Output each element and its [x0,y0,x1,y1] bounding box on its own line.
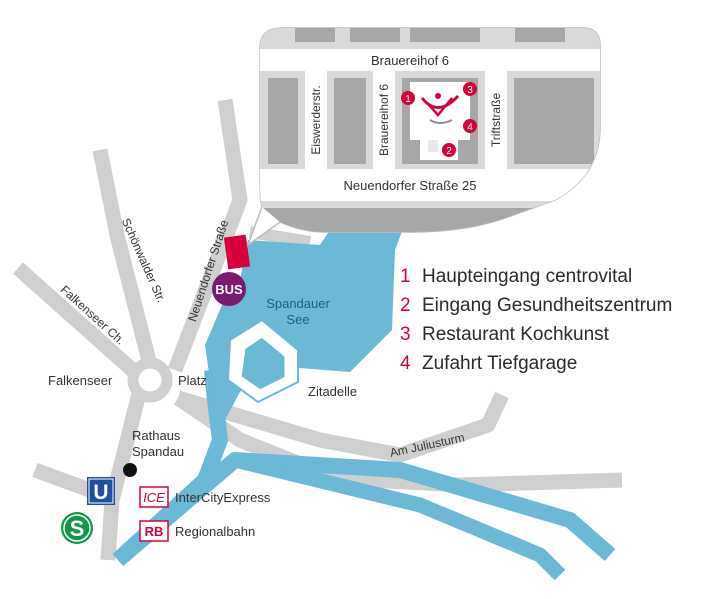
label-see: See [286,312,309,327]
inset-marker-2-text: 2 [446,146,452,157]
inset-label-eiswerder: Eiswerderstr. [309,85,323,154]
label-platz: Platz [178,373,207,388]
rb-text: RB [145,524,164,539]
label-zitadelle: Zitadelle [308,384,357,399]
inset-label-brauereihof-vert: Brauereihof 6 [377,84,391,156]
legend-item-1: 1 Haupteingang centrovital [400,262,672,291]
label-falkenseer: Falkenseer [48,373,113,388]
legend-item-4: 4 Zufahrt Tiefgarage [400,349,672,378]
legend-num: 3 [400,324,411,345]
road-neuendorfer [167,98,248,373]
inset-street-brauereihof-vert [373,49,395,201]
ubahn-text: U [93,481,108,504]
legend: 1 Haupteingang centrovital 2 Eingang Gesun… [400,262,672,378]
inset-marker-3-text: 3 [467,85,473,96]
inset-bubble: 1 2 3 4 Brauereihof 6 Neuendorfer Straße… [246,27,601,248]
inset-marker-1: 1 [401,91,415,105]
rb-label: Regionalbahn [175,524,255,539]
inset-marker-1-text: 1 [405,94,411,105]
legend-num: 1 [400,266,411,287]
legend-label: Eingang Gesundheitszentrum [422,295,673,316]
inset-marker-2: 2 [442,143,456,157]
ice-icon: ICE [139,486,169,508]
rathaus-dot [123,463,137,477]
road-schoenwalder [92,148,158,367]
bus-badge: BUS [212,272,246,306]
label-spandauer: Spandauer [266,296,330,311]
inset-block-right [514,78,594,164]
inset-marker-3: 3 [463,82,477,96]
inset-block-top-3 [410,28,480,42]
road-am-juliusturm [175,390,509,463]
inset-marker-4: 4 [463,119,477,133]
inset-block-top-4 [515,28,565,42]
water-bodies [112,210,616,581]
legend-label: Restaurant Kochkunst [422,324,609,345]
ice-label: InterCityExpress [175,490,271,505]
label-spandau: Spandau [132,444,184,459]
sbahn-text: S [70,516,85,541]
bus-text: BUS [215,282,243,297]
inset-label-brauereihof-top: Brauereihof 6 [371,53,449,68]
sbahn-icon: S [61,512,93,544]
zitadelle-fortress [226,318,299,404]
legend-num: 2 [400,295,411,316]
label-rathaus: Rathaus [132,428,181,443]
legend-num: 4 [400,353,411,374]
inset-label-trift: Triftstraße [489,93,503,148]
legend-item-3: 3 Restaurant Kochkunst [400,320,672,349]
inset-block-bottom [260,208,600,232]
ubahn-icon: U [87,477,115,505]
inset-block-top-2 [350,28,400,42]
legend-label: Haupteingang centrovital [422,266,633,287]
road-sw [32,462,98,500]
building-marker [223,234,251,270]
river-main [112,452,616,567]
inset-block-eis-brau [334,78,366,164]
inset-block-left [268,78,298,164]
legend-item-2: 2 Eingang Gesundheitszentrum [400,291,672,320]
rb-icon: RB [139,520,169,542]
centrovital-logo [420,93,460,124]
inset-street-eiswerder [305,49,327,201]
inset-label-neuendorfer: Neuendorfer Straße 25 [344,178,477,193]
inset-block-top-1 [295,28,335,42]
inset-marker-4-text: 4 [467,122,473,133]
roundabout [127,357,173,403]
river-branch [233,452,566,581]
legend-label: Zufahrt Tiefgarage [422,353,578,374]
inset-street-trift [485,49,507,201]
inset-street-brauereihof [260,49,600,71]
road-falkenseer [13,262,143,381]
ice-text: ICE [143,490,165,505]
label-am-juliusturm: Am Juliusturm [389,430,466,459]
